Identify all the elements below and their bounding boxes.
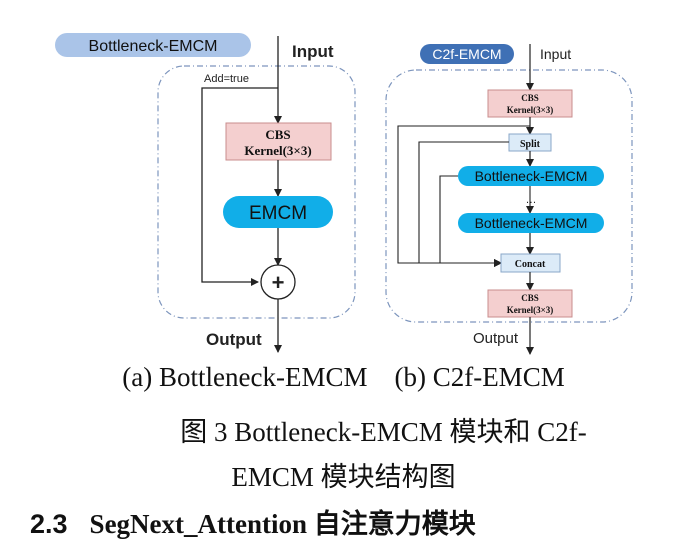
cbs-box-a — [225, 122, 332, 161]
input-label-b: Input — [540, 46, 571, 62]
cbs-top-kernel-b: Kernel(3×3) — [507, 105, 554, 115]
input-label-a: Input — [292, 42, 334, 61]
tag-pill-a — [55, 33, 251, 57]
bottleneck-label-2: Bottleneck-EMCM — [475, 215, 588, 231]
dashed-boundary-b — [385, 69, 633, 323]
subfigure-captions: (a) Bottleneck-EMCM (b) C2f-EMCM — [122, 362, 565, 392]
panel-bottleneck-emcm: Bottleneck-EMCM Input Add=true CBS Kerne… — [55, 33, 356, 353]
figure-caption-line-1: 图 3 Bottleneck-EMCM 模块和 C2f- — [180, 417, 587, 447]
cbs-top-title-b: CBS — [521, 93, 539, 103]
tag-label-a: Bottleneck-EMCM — [89, 38, 218, 55]
cbs-bottom-kernel-b: Kernel(3×3) — [507, 305, 554, 315]
skip-line-bottleneck1-b — [439, 175, 502, 267]
output-label-b: Output — [473, 330, 519, 347]
bottleneck-block-2 — [458, 213, 604, 233]
cbs-top-box-b — [487, 89, 573, 118]
emcm-label: EMCM — [249, 203, 307, 224]
output-label-a: Output — [206, 330, 262, 349]
section-heading: 2.3 SegNext_Attention 自注意力模块 — [30, 502, 476, 541]
emcm-block — [223, 196, 333, 228]
concat-label: Concat — [515, 259, 546, 270]
skip-line-split-b — [418, 141, 509, 267]
section-number: 2.3 — [30, 509, 68, 539]
bottleneck-label-1: Bottleneck-EMCM — [475, 168, 588, 184]
dashed-boundary-a — [157, 65, 356, 319]
bottleneck-block-1 — [458, 166, 604, 186]
cbs-bottom-box-b — [487, 289, 573, 318]
shortcut-line-a — [201, 87, 278, 286]
cbs-kernel-a: Kernel(3×3) — [244, 143, 311, 158]
tag-pill-b — [420, 44, 514, 64]
cbs-bottom-title-b: CBS — [521, 293, 539, 303]
ellipsis-dots: … — [526, 194, 537, 206]
split-label: Split — [520, 139, 541, 150]
section-title: SegNext_Attention 自注意力模块 — [89, 509, 476, 539]
panel-c2f-emcm: C2f-EMCM Input CBS Kernel(3×3) Split Bot… — [385, 44, 633, 355]
plus-icon: + — [272, 270, 285, 295]
figure-diagram: Bottleneck-EMCM Input Add=true CBS Kerne… — [55, 33, 633, 355]
cbs-title-a: CBS — [265, 127, 290, 142]
figure-caption-line-2: EMCM 模块结构图 — [231, 462, 456, 492]
tag-label-b: C2f-EMCM — [432, 46, 501, 62]
add-true-note: Add=true — [204, 73, 249, 85]
